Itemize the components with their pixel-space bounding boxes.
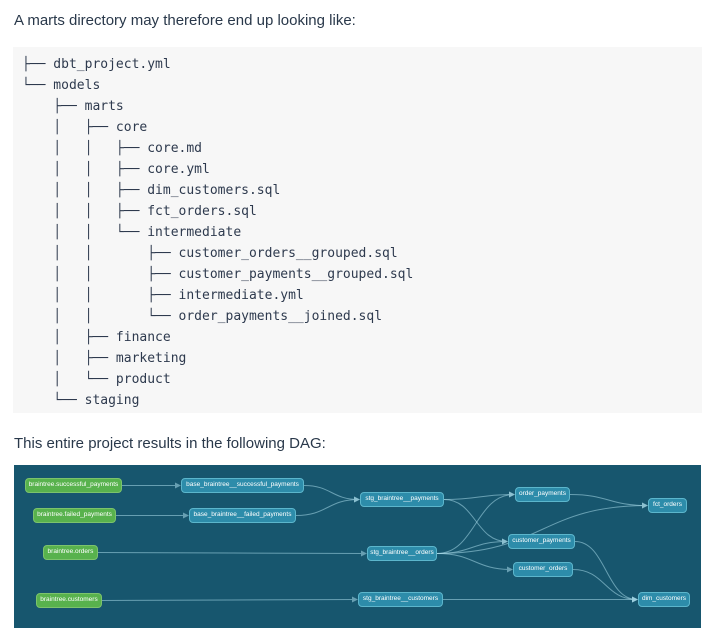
dag-edge-stg_braintree__payments-to-order_payments [443, 491, 515, 500]
dag-edge-stg_braintree__orders-to-fct_orders [436, 502, 648, 554]
dag-node-base_braintree__failed_payments: base_braintree__failed_payments [189, 508, 296, 523]
dag-edge-braintree.customers-to-stg_braintree__customers [101, 596, 358, 603]
dag-node-customer_payments: customer_payments [508, 534, 575, 549]
dag-edge-braintree.orders-to-stg_braintree__orders [97, 550, 367, 557]
dag-node-stg_braintree__orders: stg_braintree__orders [367, 546, 437, 561]
dag-node-base_braintree__successful_payments: base_braintree__successful_payments [181, 478, 304, 493]
intro-text: A marts directory may therefore end up l… [14, 12, 356, 29]
dag-node-braintree.orders: braintree.orders [43, 545, 98, 560]
directory-tree-code-block: ├── dbt_project.yml └── models ├── marts… [13, 47, 702, 413]
dag-edge-stg_braintree__orders-to-customer_orders [436, 553, 513, 573]
dag-node-fct_orders: fct_orders [648, 498, 687, 513]
dag-edge-base_braintree__failed_payments-to-stg_braintree__payments [295, 496, 360, 516]
dag-edges-layer [97, 482, 648, 603]
dag-node-braintree.customers: braintree.customers [36, 593, 102, 608]
dag-edge-stg_braintree__payments-to-customer_payments [443, 499, 508, 545]
dag-node-dim_customers: dim_customers [638, 592, 690, 607]
dag-node-stg_braintree__customers: stg_braintree__customers [358, 592, 443, 607]
dag-edge-stg_braintree__orders-to-order_payments [436, 491, 515, 554]
dag-intro-text: This entire project results in the follo… [14, 435, 326, 452]
dag-node-braintree.successful_payments: braintree.successful_payments [25, 478, 122, 493]
dag-node-braintree.failed_payments: braintree.failed_payments [33, 508, 116, 523]
dag-edge-customer_orders-to-dim_customers [572, 569, 638, 603]
dag-edge-customer_payments-to-dim_customers [574, 541, 638, 603]
dag-edge-order_payments-to-fct_orders [569, 494, 648, 509]
dag-image[interactable]: braintree.successful_payments base_braint… [14, 465, 701, 628]
dag-edge-base_braintree__successful_payments-to-stg_braintree__payments [303, 485, 360, 503]
dag-node-stg_braintree__payments: stg_braintree__payments [360, 492, 444, 507]
dag-node-order_payments: order_payments [515, 487, 570, 502]
dag-node-customer_orders: customer_orders [513, 562, 573, 577]
